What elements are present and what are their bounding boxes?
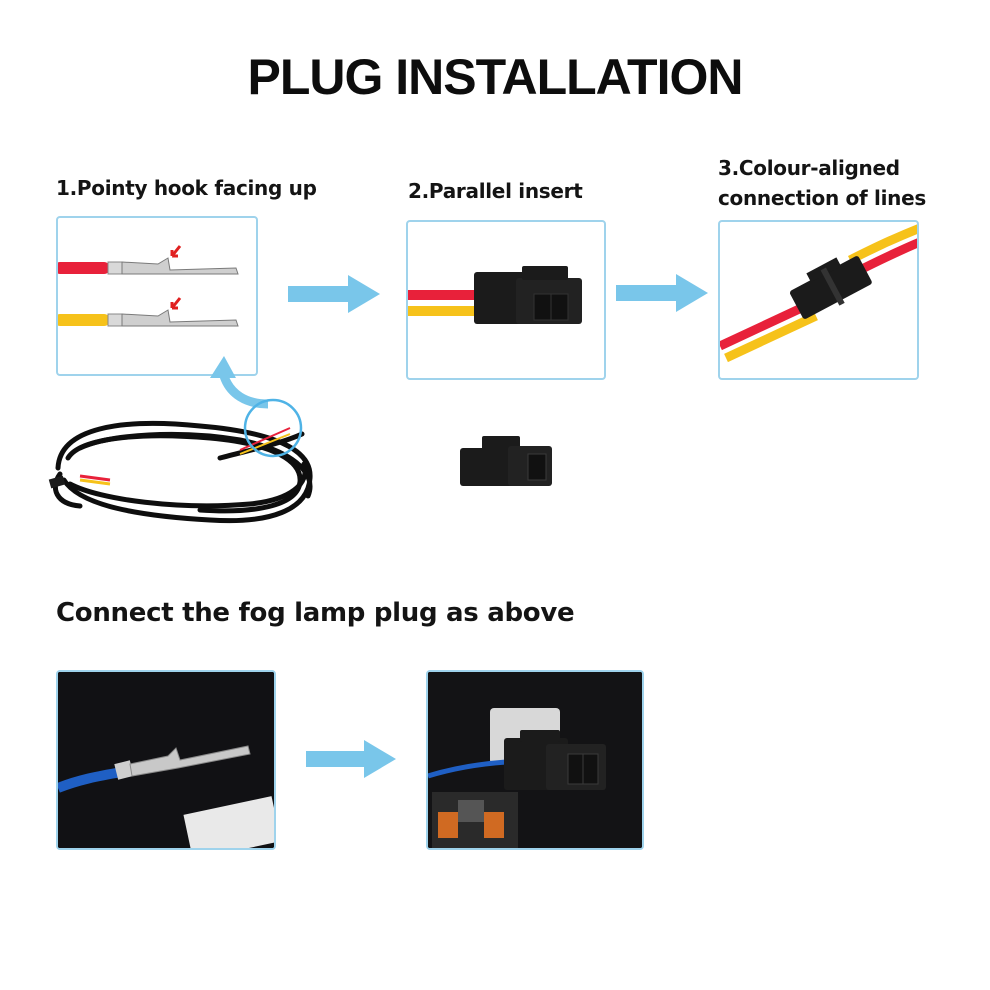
- red-pointer-icon: [170, 297, 182, 310]
- arrow-right-icon: [616, 274, 708, 312]
- loose-connector-image: [460, 436, 552, 486]
- blue-wire: [58, 767, 123, 793]
- red-pointer-icon: [170, 245, 182, 258]
- fog-lamp-wire-illustration: [58, 672, 274, 848]
- step-3-label: 3.Colour-aligned connection of lines: [718, 153, 926, 213]
- connector: [474, 266, 582, 324]
- page-title: PLUG INSTALLATION: [247, 49, 744, 105]
- terminals-illustration: [58, 245, 239, 327]
- parallel-insert-panel: [406, 220, 606, 380]
- arrow-right-icon: [288, 275, 380, 313]
- parallel-insert-illustration: [408, 266, 582, 324]
- callout-circle: [243, 398, 303, 458]
- blue-wire: [428, 759, 507, 779]
- yellow-wire: [408, 306, 476, 316]
- red-wire: [58, 262, 110, 274]
- fog-lamp-plug-panel: [426, 670, 644, 850]
- fog-lamp-plug-illustration: [428, 672, 642, 848]
- red-wire: [408, 290, 476, 300]
- yellow-terminal: [121, 309, 239, 327]
- blue-terminal: [129, 745, 251, 777]
- section-subheading: Connect the fog lamp plug as above: [56, 598, 575, 628]
- step-1-label: 1.Pointy hook facing up: [56, 176, 317, 200]
- colour-aligned-illustration: [720, 224, 917, 363]
- colour-aligned-panel: [718, 220, 919, 380]
- terminals-panel: [56, 216, 258, 376]
- step-3-label-line2: connection of lines: [718, 186, 926, 210]
- red-terminal: [121, 257, 239, 275]
- mated-connector: [789, 256, 872, 319]
- curved-arrow-icon: [210, 356, 269, 409]
- fog-lamp-connector: [504, 730, 606, 790]
- fog-lamp-wire-panel: [56, 670, 276, 850]
- arrow-right-icon: [306, 740, 396, 778]
- step-3-label-line1: 3.Colour-aligned: [718, 156, 900, 180]
- yellow-wire: [58, 314, 110, 326]
- wire-harness-image: [48, 398, 313, 524]
- step-2-label: 2.Parallel insert: [408, 179, 583, 203]
